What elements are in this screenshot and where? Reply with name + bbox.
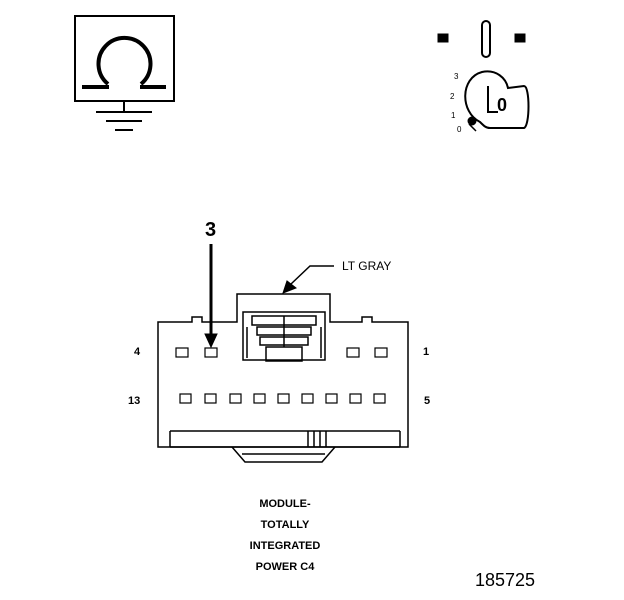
ignition-off-key-icon	[437, 20, 530, 132]
connector-face-view	[157, 293, 409, 463]
caption-line: MODULE-	[259, 498, 311, 510]
ohm-meter-ground-icon	[74, 15, 175, 131]
wire-color-leader	[282, 265, 334, 294]
caption-line: TOTALLY	[260, 519, 310, 531]
pin-label-top-left: 4	[134, 346, 141, 358]
pin-label-top-right: 1	[423, 346, 430, 358]
caption-line: INTEGRATED	[249, 540, 321, 552]
key-position-label: 0	[497, 95, 508, 115]
lower-cavity-row	[179, 393, 386, 404]
ignition-position-label: 3	[454, 72, 459, 81]
ignition-position-label: 0	[457, 125, 462, 134]
wire-color-label: LT GRAY	[342, 259, 392, 273]
ignition-position-label: 2	[450, 92, 455, 101]
upper-cavity-row	[175, 347, 388, 358]
pin-label-bottom-right: 5	[424, 395, 431, 407]
ignition-position-label: 1	[451, 111, 456, 120]
pin-callout-arrow	[204, 244, 218, 349]
connector-caption: MODULE- TOTALLY INTEGRATED POWER C4	[200, 494, 370, 578]
caption-line: POWER C4	[255, 561, 315, 573]
pin-label-bottom-left: 13	[128, 395, 141, 407]
pin-callout-number: 3	[205, 219, 217, 241]
figure-number: 185725	[475, 570, 536, 590]
